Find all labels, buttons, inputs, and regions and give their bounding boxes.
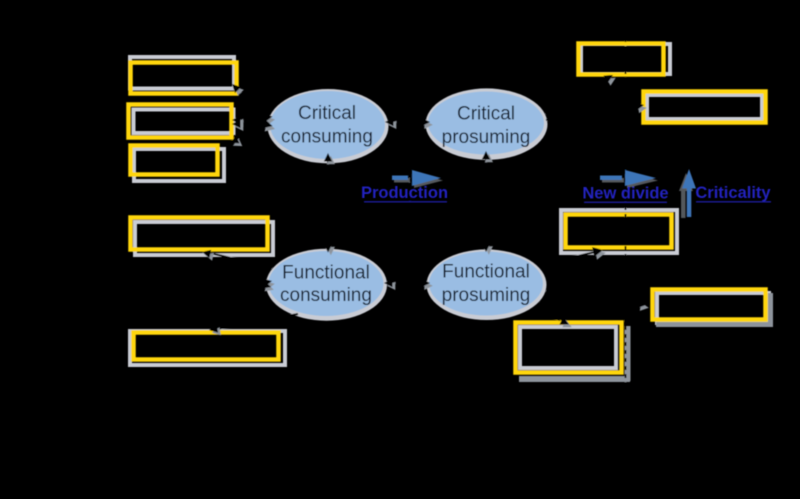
svg-text:Functional: Functional — [282, 263, 370, 284]
svg-text:Critical: Critical — [298, 103, 356, 124]
svg-text:consuming: consuming — [281, 127, 373, 148]
svg-text:prosuming: prosuming — [442, 127, 531, 148]
svg-text:Production: Production — [361, 184, 448, 202]
svg-text:consuming: consuming — [280, 285, 372, 306]
svg-text:Critical: Critical — [457, 104, 515, 125]
svg-text:Functional: Functional — [442, 262, 530, 283]
svg-text:Criticality: Criticality — [695, 184, 771, 202]
svg-text:New divide: New divide — [582, 185, 668, 203]
svg-text:prosuming: prosuming — [442, 285, 531, 306]
